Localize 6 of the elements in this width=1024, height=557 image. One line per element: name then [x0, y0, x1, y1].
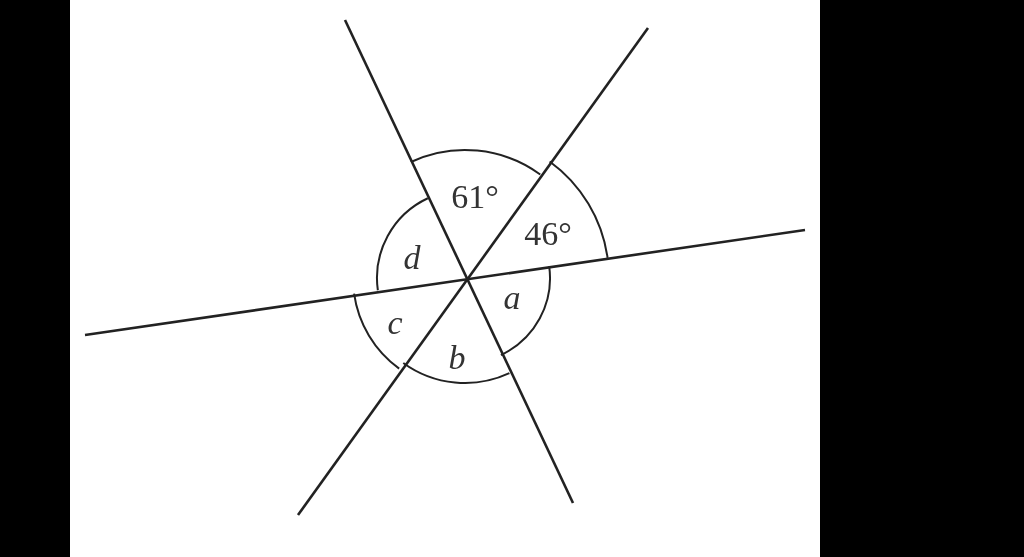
angle-label: 46°: [524, 217, 572, 251]
angle-label: 61°: [451, 180, 499, 214]
angle-label: d: [403, 241, 421, 275]
angle-label: a: [503, 281, 521, 315]
angle-label: c: [387, 306, 403, 340]
angle-label: b: [448, 341, 466, 375]
